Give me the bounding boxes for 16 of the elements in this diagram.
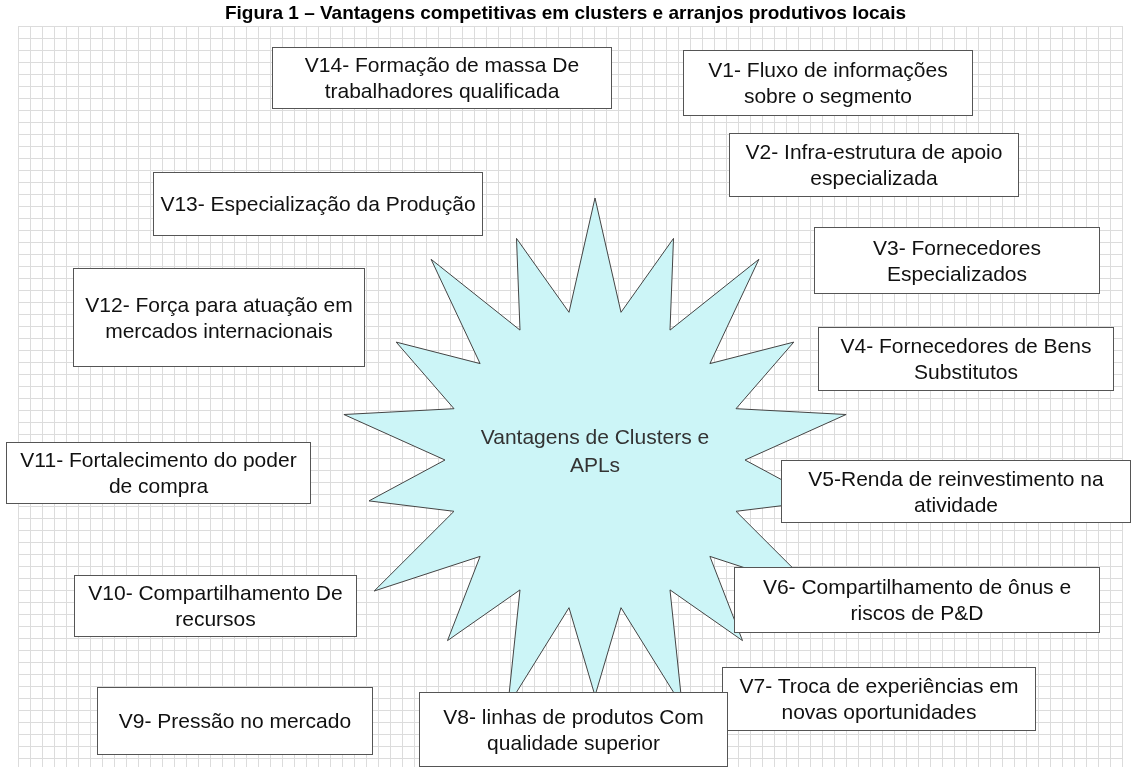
advantage-box: V7- Troca de experiências em novas oportunidades (722, 667, 1036, 731)
advantage-box: V12- Força para atuação em mercados internacionais (73, 268, 365, 367)
center-label: Vantagens de Clusters e APLs (479, 424, 711, 478)
advantage-box: V14- Formação de massa De trabalhadores qualificada (272, 47, 612, 109)
advantage-box: V9- Pressão no mercado (97, 687, 373, 755)
advantage-box: V10- Compartilhamento De recursos (74, 575, 357, 637)
advantage-box: V8- linhas de produtos Com qualidade superior (419, 692, 728, 767)
advantage-box: V4- Fornecedores de Bens Substitutos (818, 327, 1114, 391)
advantage-box: V6- Compartilhamento de ônus e riscos de P&D (734, 567, 1100, 633)
advantage-box: V5-Renda de reinvestimento na atividade (781, 460, 1131, 523)
advantage-box: V11- Fortalecimento do poder de compra (6, 442, 311, 504)
advantage-box: V1- Fluxo de informações sobre o segmento (683, 50, 973, 116)
advantage-box: V13- Especialização da Produção (153, 172, 483, 236)
figure-title: Figura 1 – Vantagens competitivas em clusters e arranjos produtivos locais (223, 2, 908, 24)
advantage-box: V3- Fornecedores Especializados (814, 227, 1100, 294)
advantage-box: V2- Infra-estrutura de apoio especializada (729, 133, 1019, 197)
